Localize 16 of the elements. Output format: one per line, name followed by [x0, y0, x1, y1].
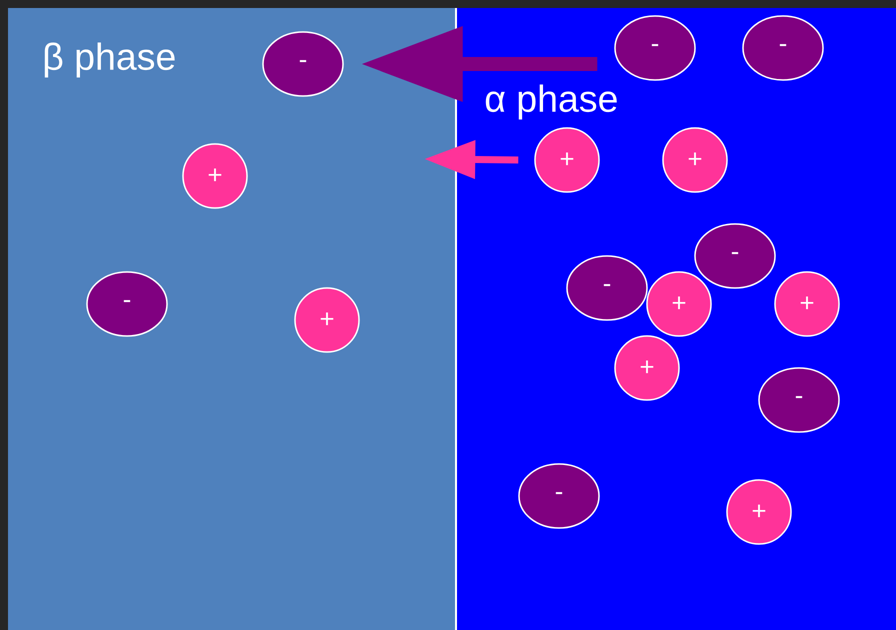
- positive-ion: +: [726, 479, 792, 545]
- negative-ion: -: [694, 223, 776, 289]
- positive-ion: +: [646, 271, 712, 337]
- negative-ion: -: [566, 255, 648, 321]
- positive-ion: +: [182, 143, 248, 209]
- positive-ion: +: [534, 127, 600, 193]
- negative-ion: -: [518, 463, 600, 529]
- negative-ion: -: [86, 271, 168, 337]
- positive-ion: +: [294, 287, 360, 353]
- positive-ion: +: [774, 271, 840, 337]
- negative-ion: -: [742, 15, 824, 81]
- positive-ion: +: [662, 127, 728, 193]
- positive-ion: +: [614, 335, 680, 401]
- negative-ion: -: [614, 15, 696, 81]
- negative-ion: -: [758, 367, 840, 433]
- negative-ion: -: [262, 31, 344, 97]
